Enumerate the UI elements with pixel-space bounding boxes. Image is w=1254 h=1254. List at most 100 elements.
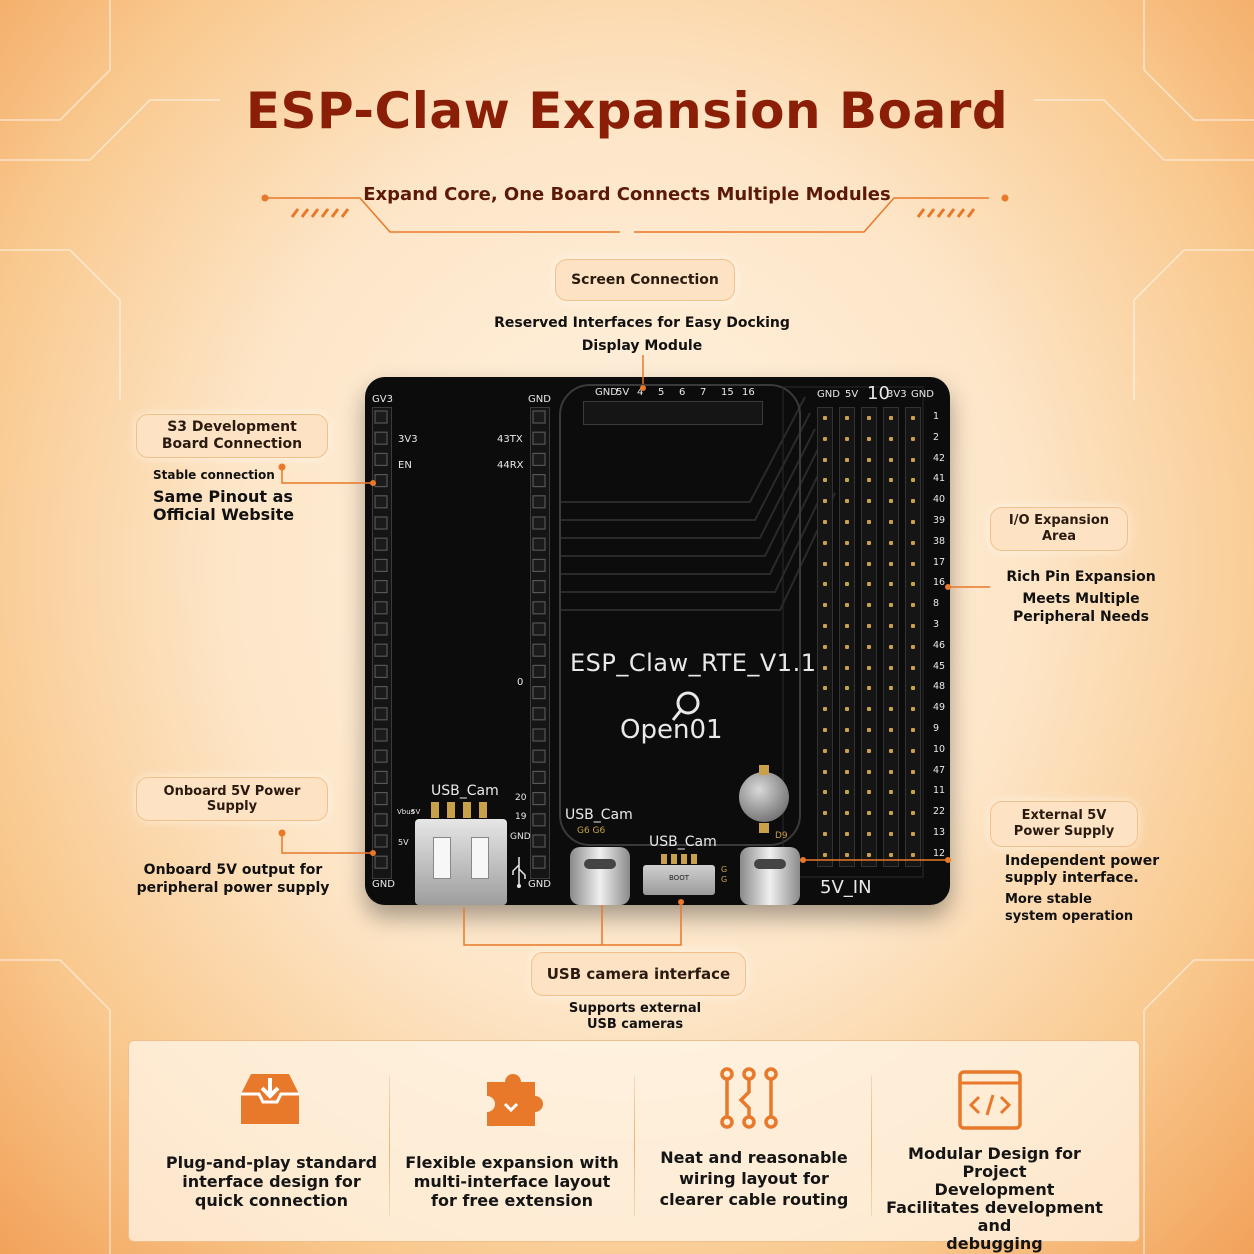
io-expansion-label-line-1: I/O Expansion bbox=[1008, 513, 1110, 528]
usb-cam-connector[interactable]: BOOT bbox=[643, 865, 715, 895]
io-gold-pin bbox=[867, 790, 871, 795]
io-pin-number: 48 bbox=[933, 681, 946, 693]
io-gold-pin bbox=[911, 748, 915, 753]
io-gold-pin bbox=[845, 769, 849, 774]
left-header-pin bbox=[374, 580, 388, 594]
io-gold-pin bbox=[911, 769, 915, 774]
left-header-pin bbox=[374, 473, 388, 488]
external-5v-desc-4: system operation bbox=[1005, 909, 1134, 924]
io-gold-pin bbox=[845, 582, 849, 587]
io-gold-pin bbox=[845, 478, 849, 483]
io-gold-pin bbox=[911, 561, 915, 566]
pin-en-label: EN bbox=[398, 460, 412, 471]
left-header-pin bbox=[374, 770, 388, 784]
usb-c-port-5v-in[interactable] bbox=[740, 847, 800, 905]
io-gold-pin bbox=[867, 457, 871, 462]
middle-header-pin bbox=[532, 495, 546, 509]
io-gold-pin bbox=[889, 478, 893, 483]
usb-a-port[interactable] bbox=[415, 819, 507, 905]
expansion-board: GV3 GND 3V3 EN GND 43TX 44RX 0 20 19 GND… bbox=[365, 377, 950, 905]
io-pin-column bbox=[817, 407, 833, 867]
io-gold-pin bbox=[867, 686, 871, 691]
usb-cam-label-1: USB_Cam bbox=[431, 783, 499, 799]
io-gold-pin bbox=[845, 561, 849, 566]
board-pin-art bbox=[374, 384, 924, 878]
feature-2-line-3: for free extension bbox=[431, 1191, 593, 1210]
io-header-label: GND bbox=[817, 389, 840, 400]
io-gold-pin bbox=[911, 457, 915, 462]
io-gold-pin bbox=[823, 457, 827, 462]
left-header-pin bbox=[374, 707, 388, 721]
usb-c-port-1[interactable] bbox=[570, 847, 630, 905]
left-header-pin bbox=[374, 813, 388, 827]
feature-3-line-2: wiring layout for bbox=[679, 1169, 829, 1188]
io-gold-pin bbox=[911, 852, 915, 857]
io-gold-pin bbox=[867, 582, 871, 587]
io-gold-pin bbox=[911, 416, 915, 420]
feature-3-line-1: Neat and reasonable bbox=[660, 1148, 848, 1167]
puzzle-icon bbox=[487, 1074, 543, 1126]
feature-4-line-1: Modular Design for Project bbox=[908, 1144, 1081, 1181]
io-pin-column bbox=[905, 407, 921, 867]
io-gold-pin bbox=[889, 624, 893, 628]
io-gold-pin bbox=[867, 603, 871, 608]
left-header-pin bbox=[374, 558, 388, 572]
gv3-label: GV3 bbox=[372, 394, 393, 405]
io-gold-pin bbox=[889, 790, 893, 795]
left-header-pin bbox=[374, 664, 388, 678]
io-pin-number: 38 bbox=[933, 535, 946, 547]
io-gold-pin bbox=[867, 748, 871, 753]
io-pin-number: 16 bbox=[933, 577, 946, 589]
io-gold-pin bbox=[823, 728, 827, 732]
left-header-pin bbox=[374, 431, 388, 445]
io-gold-pin bbox=[845, 686, 849, 691]
external-5v-label-line-1: External 5V bbox=[1021, 808, 1107, 823]
io-gold-pin bbox=[867, 499, 871, 504]
middle-header-pin bbox=[532, 580, 546, 594]
feature-4-text: Modular Design for Project Development F… bbox=[877, 1145, 1112, 1253]
io-gold-pin bbox=[845, 832, 849, 836]
io-gold-pin bbox=[867, 728, 871, 732]
mid-gnd-top-label: GND bbox=[528, 394, 551, 405]
screen-pin-label: 15 bbox=[721, 387, 734, 398]
left-header-pin bbox=[374, 792, 388, 806]
middle-header-pin bbox=[532, 664, 546, 678]
io-pin-number: 3 bbox=[933, 619, 940, 630]
onboard-5v-label: Onboard 5V Power Supply bbox=[136, 777, 328, 821]
usb-c-slot-2 bbox=[754, 859, 786, 869]
usb-cam-label-3: USB_Cam bbox=[649, 834, 717, 850]
io-gold-pin bbox=[823, 478, 827, 483]
left-header-pin bbox=[374, 749, 388, 763]
feature-1-line-1: Plug-and-play standard bbox=[165, 1153, 378, 1172]
io-gold-pin bbox=[823, 582, 827, 587]
io-gold-pin bbox=[889, 436, 893, 441]
left-header-pin bbox=[374, 834, 388, 848]
usb-cam-connector-pins bbox=[661, 854, 701, 864]
io-gold-pin bbox=[911, 436, 915, 441]
io-gold-pin bbox=[845, 811, 849, 816]
io-gold-pin bbox=[867, 769, 871, 774]
io-gold-pin bbox=[889, 832, 893, 836]
g6-labels: G6 G6 bbox=[577, 826, 606, 836]
pin-0-label: 0 bbox=[517, 677, 524, 688]
middle-header-pin bbox=[532, 516, 546, 530]
battery-tab-bottom bbox=[759, 823, 769, 833]
usb-cam-label-2: USB_Cam bbox=[565, 807, 633, 823]
left-header-pin bbox=[374, 537, 388, 551]
left-header-pin bbox=[374, 601, 388, 615]
io-gold-pin bbox=[845, 707, 849, 712]
io-header-label: 10 bbox=[867, 383, 890, 404]
io-gold-pin bbox=[845, 457, 849, 462]
screen-pin-label: 16 bbox=[742, 387, 755, 398]
io-gold-pin bbox=[889, 728, 893, 732]
usb-camera-desc: Supports external USB cameras bbox=[520, 1001, 750, 1033]
io-gold-pin bbox=[823, 436, 827, 441]
io-gold-pin bbox=[845, 665, 849, 670]
io-pin-column bbox=[883, 407, 899, 867]
pin-20-label: 20 bbox=[515, 793, 527, 803]
io-pin-number: 13 bbox=[933, 827, 946, 838]
io-gold-pin bbox=[845, 499, 849, 504]
io-gold-pin bbox=[823, 748, 827, 753]
feature-1-text: Plug-and-play standard interface design … bbox=[149, 1153, 394, 1210]
io-pin-column bbox=[839, 407, 855, 867]
